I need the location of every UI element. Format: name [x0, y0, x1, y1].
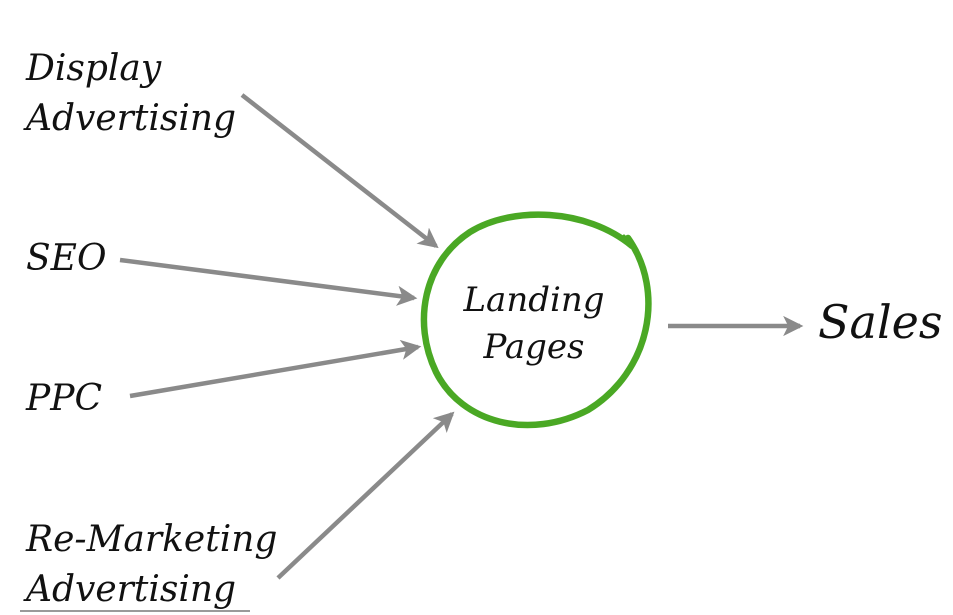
- hub-label-line1: Landing: [463, 280, 605, 320]
- label-display-advertising-line1: Display: [26, 48, 162, 89]
- arrow-ppc-to-landing: [129, 339, 422, 399]
- landing-pages-ring-stroke-end: [622, 234, 642, 264]
- label-seo: SEO: [26, 234, 106, 284]
- hub-label-landing-pages: Landing Pages: [434, 277, 634, 371]
- hub-label-line2: Pages: [483, 327, 585, 367]
- label-ppc: PPC: [26, 374, 102, 424]
- output-label-sales-text: Sales: [818, 295, 943, 349]
- arrow-remarketing-to-landing: [276, 411, 455, 580]
- label-display-advertising-line2: Advertising: [26, 98, 237, 139]
- label-seo-text: SEO: [26, 238, 107, 279]
- output-label-sales: Sales: [818, 292, 942, 352]
- label-ppc-text: PPC: [26, 378, 102, 419]
- label-display-advertising: Display Advertising: [26, 44, 236, 144]
- label-remarketing-line2: Advertising: [26, 569, 237, 610]
- arrow-display-to-landing: [240, 93, 439, 249]
- label-remarketing-line1: Re-Marketing: [26, 519, 278, 560]
- arrow-seo-to-landing: [119, 257, 418, 306]
- landing-pages-ring: [420, 211, 652, 429]
- label-remarketing-advertising: Re-Marketing Advertising: [26, 515, 277, 615]
